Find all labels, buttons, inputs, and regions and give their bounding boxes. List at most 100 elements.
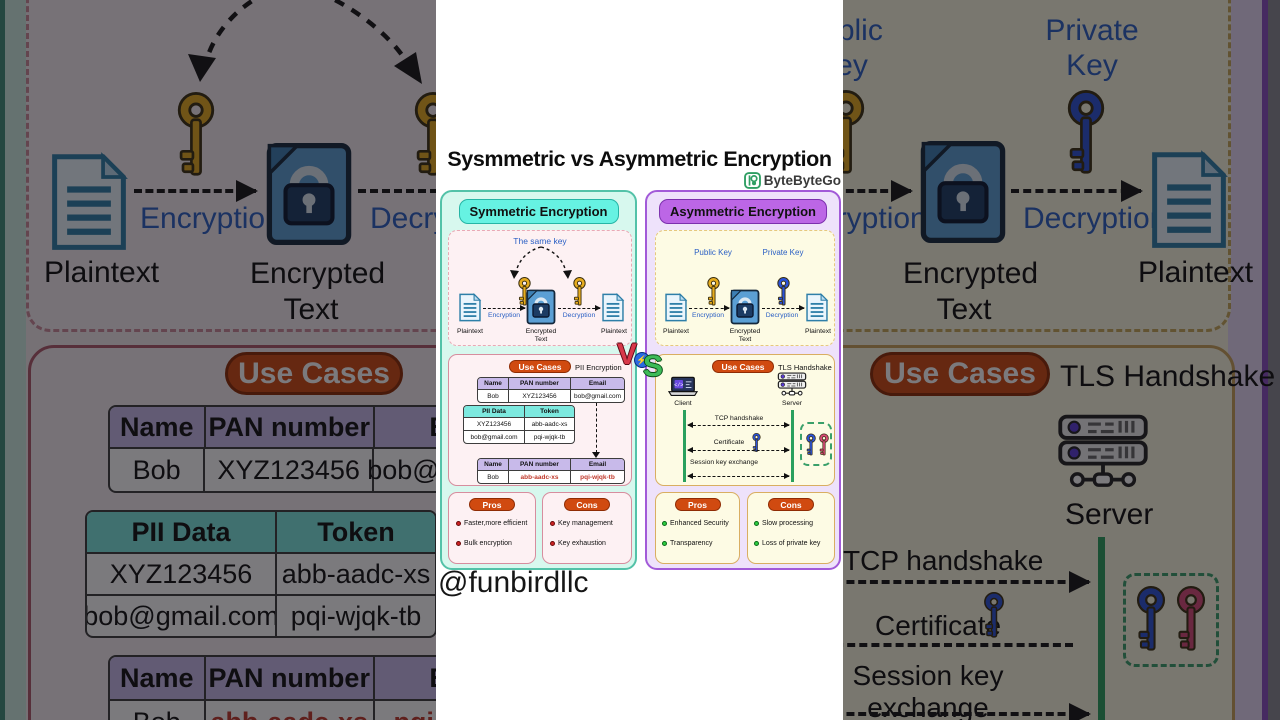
table-cell: abb-aadc-xs (203, 701, 373, 720)
cons-item-label: Loss of private key (762, 540, 821, 547)
bg-decrypt-arrow (1011, 180, 1143, 202)
table-cell: abb-aadc-xs (275, 554, 435, 594)
bg-session-keys-box (1123, 573, 1219, 667)
cons-item: Loss of private key (754, 540, 834, 548)
cons-badge: Cons (768, 498, 814, 511)
cons-item-label: Key management (558, 520, 613, 527)
bg-server-lifeline (1098, 537, 1105, 720)
bg-encryption-label: Encryption (140, 202, 282, 235)
bg-encrypted-text-label: Encrypted Text (903, 257, 1039, 326)
bg-panel-border (0, 0, 5, 720)
watermark: @funbirdllc (438, 566, 589, 599)
same-key-label: The same key (513, 236, 567, 246)
asymmetric-panel: Asymmetric Encryption Public Key Private… (645, 190, 841, 570)
table-cell: bob@gmail.com (470, 433, 518, 441)
blue-key-icon (806, 429, 816, 461)
bg-decrypt-arrow (358, 189, 436, 193)
bg-step-arrow (843, 643, 1073, 647)
decrypt-arrow (558, 304, 601, 311)
asymmetric-header: Asymmetric Encryption (659, 199, 827, 224)
table-cell: pqi-wjqk-tb (570, 471, 624, 483)
table-cell: pqi-wjqk-tb (275, 596, 435, 636)
use-cases-badge: Use Cases (509, 360, 571, 373)
encrypt-arrow (689, 304, 730, 311)
symmetric-cons-box: Cons Key management Key exhaustion (542, 492, 632, 564)
bullet-icon (550, 541, 555, 546)
plaintext-label: Plaintext (662, 328, 690, 335)
bg-encrypt-arrow (843, 180, 913, 202)
public-key-label: Public Key (694, 248, 732, 257)
encrypted-text-label: Encrypted Text (729, 328, 761, 344)
table-cell: XYZ123456 (476, 420, 512, 428)
bg-encrypt-arrow (134, 180, 258, 202)
encryption-label: Encryption (487, 312, 521, 319)
pros-item: Bulk encryption (456, 540, 534, 548)
pros-item-label: Transparency (670, 540, 713, 547)
cons-badge: Cons (564, 498, 610, 511)
bg-step-arrow (843, 571, 1091, 593)
table-header-cell: PII Data (482, 408, 506, 415)
infographic: Sysmmetric vs Asymmetric Encryption Byte… (436, 0, 843, 720)
table-header-cell: Name (120, 411, 194, 442)
background-left: Encryption Decryption Plaintext Encrypte… (0, 0, 436, 720)
table-cell: abb-aadc-xs (508, 471, 570, 483)
symmetric-header: Symmetric Encryption (458, 199, 619, 224)
bullet-icon (550, 521, 555, 526)
table-cell: bob@gmail.com (367, 449, 436, 491)
table-header-cell: Name (484, 380, 502, 387)
asymmetric-pros-box: Pros Enhanced Security Transparency (655, 492, 740, 564)
bg-gold-key-icon (843, 90, 867, 178)
bg-step-label: TCP handshake (843, 545, 1044, 576)
cons-item-label: Slow processing (762, 520, 813, 527)
bg-encrypted-doc-icon (265, 138, 353, 250)
blue-key-icon (777, 277, 790, 307)
bg-pink-key-icon (1176, 586, 1206, 654)
bullet-icon (754, 541, 759, 546)
pros-item-label: Enhanced Security (670, 520, 729, 527)
token-table: PII Data Token XYZ123456 abb-aadc-xs bob… (463, 405, 575, 444)
table-cell: XYZ123456 (109, 558, 253, 589)
vs-badge: V ⚡ S (617, 336, 669, 392)
lightning-icon: ⚡ (634, 352, 650, 368)
pii-encryption-label: PII Encryption (575, 363, 622, 372)
pii-table-top: Name PAN number Email Bob XYZ123456 bob@… (477, 377, 625, 403)
bg-plaintext-doc-icon (1148, 150, 1230, 250)
plaintext-label: Plaintext (600, 328, 628, 335)
bg-decryption-label: Decryption (1023, 202, 1167, 235)
table-header-cell: PAN number (203, 657, 373, 699)
table-cell: pqi-wjqk-tb (524, 431, 574, 443)
table-cell: pqi-wjqk-tb (372, 701, 436, 720)
vs-letter-s: S (643, 350, 664, 383)
table-cell: abb-aadc-xs (524, 418, 574, 430)
tokenize-arrow (592, 403, 601, 458)
server-label: Server (781, 400, 803, 407)
table-header-cell: PII Data (131, 516, 231, 547)
plaintext-label: Plaintext (456, 328, 484, 335)
bg-same-key-arcs (188, 0, 422, 84)
tls-handshake-label: TLS Handshake (778, 363, 832, 372)
pros-item: Faster,more efficient (456, 520, 534, 528)
background-right: Public Key Private Key Encryption Decryp… (843, 0, 1280, 720)
asymmetric-cons-box: Cons Slow processing Loss of private key (747, 492, 835, 564)
symmetric-panel: Symmetric Encryption The same key Encryp… (440, 190, 637, 570)
pros-item-label: Faster,more efficient (464, 520, 528, 527)
table-header-cell: PAN number (508, 378, 570, 389)
bg-use-cases-badge: Use Cases (870, 352, 1050, 396)
bg-plaintext-doc-icon (48, 152, 130, 252)
table-cell: XYZ123456 (203, 449, 372, 491)
server-lifeline (791, 410, 794, 482)
table-cell: Bob (487, 473, 499, 481)
table-header-cell: Token (275, 512, 435, 552)
bullet-icon (662, 521, 667, 526)
decryption-label: Decryption (765, 312, 799, 319)
bullet-icon (456, 521, 461, 526)
use-cases-badge: Use Cases (712, 360, 774, 373)
table-header-cell: Name (120, 662, 194, 693)
plaintext-doc-icon (664, 293, 688, 322)
cons-item: Slow processing (754, 520, 834, 528)
encryption-label: Encryption (691, 312, 725, 319)
pros-item-label: Bulk encryption (464, 540, 512, 547)
session-keys-box (800, 422, 832, 466)
gold-key-icon (707, 277, 720, 307)
client-lifeline (683, 410, 686, 482)
